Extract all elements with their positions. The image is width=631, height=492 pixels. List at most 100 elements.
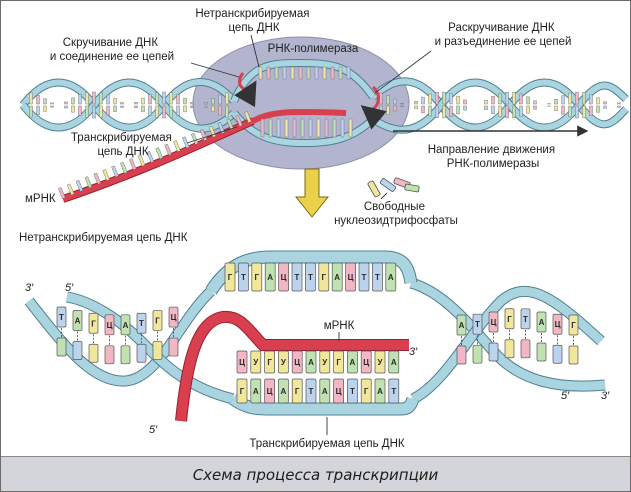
mrna-base: А	[388, 350, 400, 374]
left-helix-pair-tile	[56, 337, 67, 357]
top-helix-rung-lower	[134, 105, 138, 108]
mrna-base: У	[319, 350, 331, 374]
nontemplate-base-tile	[372, 262, 383, 292]
label-nontemplate-bottom: Нетранскрибируемая цепь ДНК	[19, 232, 188, 244]
right-helix-base: А	[456, 314, 467, 336]
right-helix-base-tile	[488, 311, 499, 333]
left-helix-base: Т	[56, 306, 67, 328]
top-helix-rung-lower	[190, 105, 194, 108]
top-helix-rung-lower	[148, 105, 152, 116]
top-helix-rung-lower	[491, 105, 495, 114]
top-mrna-tick	[235, 114, 243, 127]
top-helix-rung-lower	[113, 105, 117, 112]
top-bubble-lower-tick	[276, 118, 281, 138]
nontemplate-base: Г	[251, 262, 263, 292]
nontemplate-base-letter: Ц	[348, 273, 354, 282]
left-helix-pair-tile	[168, 337, 179, 357]
template-base: Ц	[333, 378, 344, 404]
top-helix-rung-upper	[575, 91, 579, 105]
nontemplate-base-letter: Г	[322, 273, 327, 282]
top-helix-rung-lower	[141, 105, 145, 113]
top-helix-rung-upper	[169, 92, 173, 105]
top-helix-rung-lower	[225, 105, 229, 118]
left-helix-pair-tile	[88, 343, 99, 363]
top-bubble-upper-tick	[290, 66, 295, 80]
top-dna-helix	[19, 77, 629, 134]
mrna-base: А	[305, 350, 317, 374]
nontemplate-base: Т	[238, 262, 249, 292]
right-helix-base-letter: Г	[507, 315, 512, 324]
right-helix-base: Г	[504, 308, 515, 330]
top-helix-rung-upper	[414, 100, 418, 105]
top-mrna-tick	[226, 118, 234, 131]
bottom-left-strand-a-fill	[25, 287, 215, 386]
top-helix-rung-lower	[498, 105, 502, 117]
leader-rewinding	[190, 62, 240, 78]
nontemplate-base: Т	[372, 262, 383, 292]
top-rna-in-bubble	[251, 108, 347, 124]
top-helix-rung-lower	[43, 105, 47, 112]
nontemplate-base: Т	[291, 262, 303, 292]
template-base: Т	[388, 378, 400, 404]
top-mrna-tick	[164, 143, 172, 156]
top-helix-rung-upper	[225, 92, 229, 105]
mrna-base: Ц	[236, 350, 248, 374]
top-bubble-upper-tick	[346, 66, 351, 80]
top-helix-rung-lower	[596, 105, 600, 113]
top-helix-rung-upper	[106, 94, 110, 105]
template-base-letter: Т	[350, 387, 355, 396]
left-helix-base: Г	[152, 310, 163, 331]
nontemplate-base-tile	[291, 262, 303, 292]
top-helix-rung-upper	[449, 93, 453, 105]
top-helix-rung-lower	[456, 105, 460, 115]
top-helix-rung-lower	[78, 105, 82, 116]
nontemplate-base: Ц	[278, 262, 289, 292]
mrna-base-tile	[305, 350, 317, 374]
top-mrna-tick	[66, 183, 75, 196]
nontemplate-base-letter: А	[334, 273, 340, 282]
top-bubble-upper-strand-fill	[231, 59, 376, 103]
template-base-tile	[319, 378, 331, 404]
top-helix-rung-lower	[526, 105, 530, 114]
top-helix-rung-upper	[141, 97, 145, 105]
top-helix-rung-upper	[99, 92, 103, 105]
top-helix-rung-lower	[442, 105, 446, 119]
right-helix-base: Т	[520, 308, 531, 330]
top-helix-rung-upper	[162, 91, 166, 105]
left-helix-pair-tile	[136, 343, 147, 363]
left-helix-pair-tile	[104, 345, 115, 365]
unwinding-curl-icon	[360, 85, 387, 130]
top-helix-rung-lower	[568, 105, 572, 118]
top-helix-rung-lower	[71, 105, 75, 113]
nontemplate-base-tile	[345, 262, 356, 292]
nontemplate-base-letter: Т	[308, 273, 313, 282]
nontemplate-base: Г	[224, 262, 236, 292]
right-helix-base-letter: А	[459, 321, 465, 330]
left-helix-base-tile	[104, 314, 115, 336]
top-mrna-tick	[75, 179, 84, 192]
nontemplate-base: А	[264, 262, 276, 292]
nontemplate-base-letter: А	[388, 273, 394, 282]
template-base-letter: А	[377, 387, 383, 396]
top-helix-rung-upper	[176, 94, 180, 105]
top-helix-rung-upper	[512, 92, 516, 105]
top-mrna-tick	[111, 165, 119, 178]
template-base: Т	[305, 378, 317, 404]
top-helix-rung-upper	[190, 102, 194, 105]
right-helix-pair-tile	[568, 345, 579, 365]
nontemplate-base-letter: Т	[295, 273, 300, 282]
right-helix-base-letter: Т	[475, 320, 480, 329]
label-nontemplate-top: Нетранскрибируемая цепь ДНК	[195, 8, 312, 34]
mrna-base-letter: А	[350, 358, 356, 367]
top-helix-rung-lower	[603, 105, 607, 109]
top-helix-rung-lower	[106, 105, 110, 116]
top-helix-rung-upper	[463, 99, 467, 105]
label-direction: Направление движения РНК-полимеразы	[428, 144, 559, 170]
mrna-base-tile	[264, 350, 275, 374]
mrna-base: Г	[333, 350, 344, 374]
top-helix-rung-upper	[78, 94, 82, 105]
